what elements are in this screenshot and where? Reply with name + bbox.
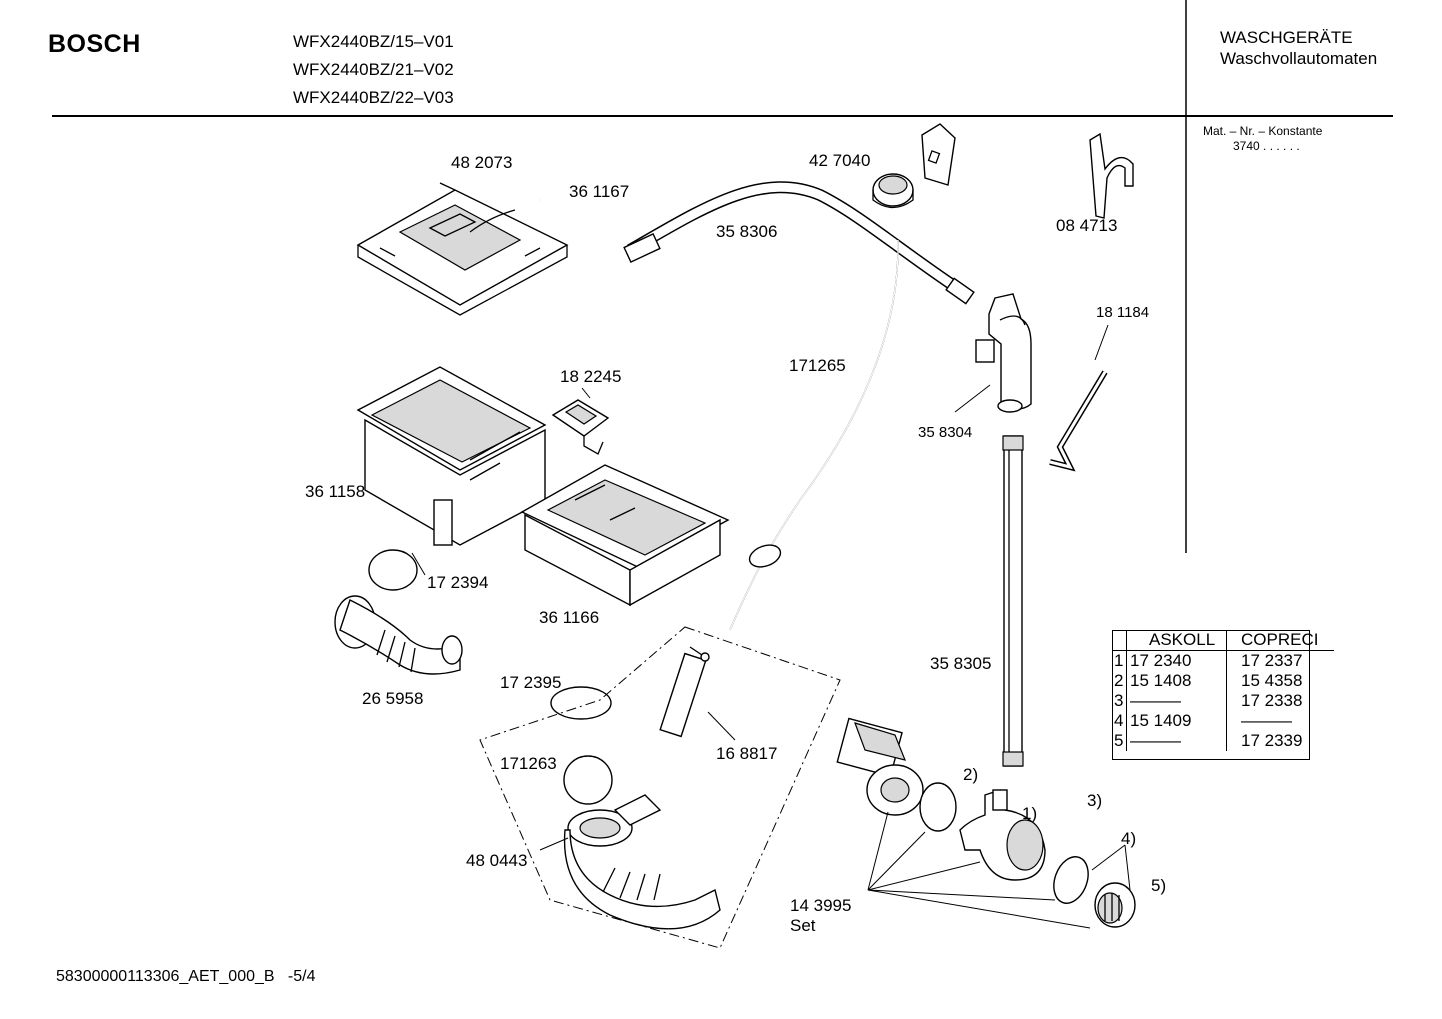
model-number-1: WFX2440BZ/15–V01 <box>293 32 454 51</box>
part-pump-motor <box>836 717 924 816</box>
category-subtitle: Waschvollautomaten <box>1220 49 1378 68</box>
part-drawer-frame <box>356 182 569 316</box>
part-ring-2 <box>919 782 957 832</box>
table-header-copreci: COPRECI <box>1226 630 1334 651</box>
mat-nr-label: Mat. – Nr. – Konstante <box>1203 124 1323 138</box>
part-label-set: Set <box>790 916 816 935</box>
part-label-482073: 48 2073 <box>451 153 513 172</box>
part-label-358305: 35 8305 <box>930 654 992 673</box>
part-bellow-hose <box>334 595 463 675</box>
part-seal-ring-172394 <box>368 549 418 591</box>
mat-nr-value: 3740 . . . . . . <box>1233 139 1300 153</box>
set-outline <box>479 626 841 949</box>
page-number: -5/4 <box>287 968 316 985</box>
table-row: 5 ——— 17 2339 <box>1112 731 1334 751</box>
callout-3: 3) <box>1087 791 1103 810</box>
table-header-index <box>1112 630 1127 651</box>
part-label-358306: 35 8306 <box>716 222 778 241</box>
callout-2: 2) <box>963 765 979 784</box>
part-label-361158: 36 1158 <box>305 482 366 501</box>
row-index: 4 <box>1112 711 1127 731</box>
leader-lines <box>411 324 1131 929</box>
part-elbow-connector <box>975 293 1032 413</box>
copreci-part: 17 2338 <box>1241 691 1303 710</box>
copreci-part: 17 2337 <box>1241 651 1303 670</box>
askoll-part: 17 2340 <box>1126 650 1227 671</box>
table-row: 2 15 1408 15 4358 <box>1112 671 1334 691</box>
part-label-143995: 14 3995 <box>790 896 852 915</box>
callout-4: 4) <box>1121 829 1137 848</box>
table-row: 4 15 1409 ——— <box>1112 711 1334 731</box>
part-label-084713: 08 4713 <box>1056 216 1118 235</box>
part-label-168817: 16 8817 <box>716 744 778 763</box>
model-number-3: WFX2440BZ/22–V03 <box>293 88 454 107</box>
document-id-text: 58300000113306_AET_000_B <box>56 968 275 985</box>
model-number-2: WFX2440BZ/21–V02 <box>293 60 454 79</box>
part-sump-hose <box>563 794 721 930</box>
part-seal-ring-172395 <box>550 686 612 720</box>
part-label-171263: 171263 <box>500 754 557 773</box>
cable-grommet <box>748 544 782 568</box>
part-filter <box>1094 882 1136 928</box>
table-header-askoll: ASKOLL <box>1126 630 1227 651</box>
document-id: 58300000113306_AET_000_B -5/4 <box>56 968 316 986</box>
part-drawer-housing <box>520 464 730 607</box>
table-row: 3 ——— 17 2338 <box>1112 691 1334 711</box>
part-label-172394: 17 2394 <box>427 573 489 592</box>
part-label-171265: 171265 <box>789 356 846 375</box>
part-label-172395: 17 2395 <box>500 673 562 692</box>
copreci-part: ——— <box>1241 711 1292 730</box>
part-long-hose <box>623 181 975 305</box>
part-label-480443: 48 0443 <box>466 851 528 870</box>
part-sensor <box>659 646 710 738</box>
askoll-part: ——— <box>1126 731 1227 751</box>
part-detergent-drawer <box>356 366 547 546</box>
callout-5: 5) <box>1151 876 1167 895</box>
part-ball <box>563 755 613 805</box>
callout-1: 1) <box>1022 804 1038 823</box>
part-label-361166: 36 1166 <box>539 608 600 627</box>
part-label-358304: 35 8304 <box>918 424 973 441</box>
category-title: WASCHGERÄTE <box>1220 28 1353 47</box>
table-row: 1 17 2340 17 2337 <box>1112 650 1334 671</box>
row-index: 5 <box>1112 731 1127 751</box>
part-ring-3 <box>1053 856 1089 904</box>
row-index: 2 <box>1112 671 1127 691</box>
copreci-part: 17 2339 <box>1241 731 1303 750</box>
part-pressure-switch <box>872 123 956 209</box>
part-vertical-hose <box>1002 435 1024 767</box>
part-latch <box>551 399 610 455</box>
row-index: 3 <box>1112 691 1127 711</box>
askoll-part: ——— <box>1126 691 1227 711</box>
part-pump-housing <box>959 789 1046 881</box>
part-label-265958: 26 5958 <box>362 689 424 708</box>
copreci-part: 15 4358 <box>1241 671 1303 690</box>
askoll-part: 15 1408 <box>1126 671 1227 691</box>
part-cable <box>729 239 899 631</box>
table-header-row: ASKOLL COPRECI <box>1112 630 1334 651</box>
brand-logo: BOSCH <box>48 30 141 58</box>
part-label-181184: 18 1184 <box>1096 304 1150 321</box>
part-clip <box>1089 132 1134 219</box>
row-index: 1 <box>1112 650 1127 671</box>
part-label-182245: 18 2245 <box>560 367 622 386</box>
part-label-427040: 42 7040 <box>809 151 871 170</box>
askoll-part: 15 1409 <box>1126 711 1227 731</box>
part-label-361167: 36 1167 <box>569 182 630 201</box>
variant-table: ASKOLL COPRECI 1 17 2340 17 2337 2 15 14… <box>1112 630 1334 751</box>
